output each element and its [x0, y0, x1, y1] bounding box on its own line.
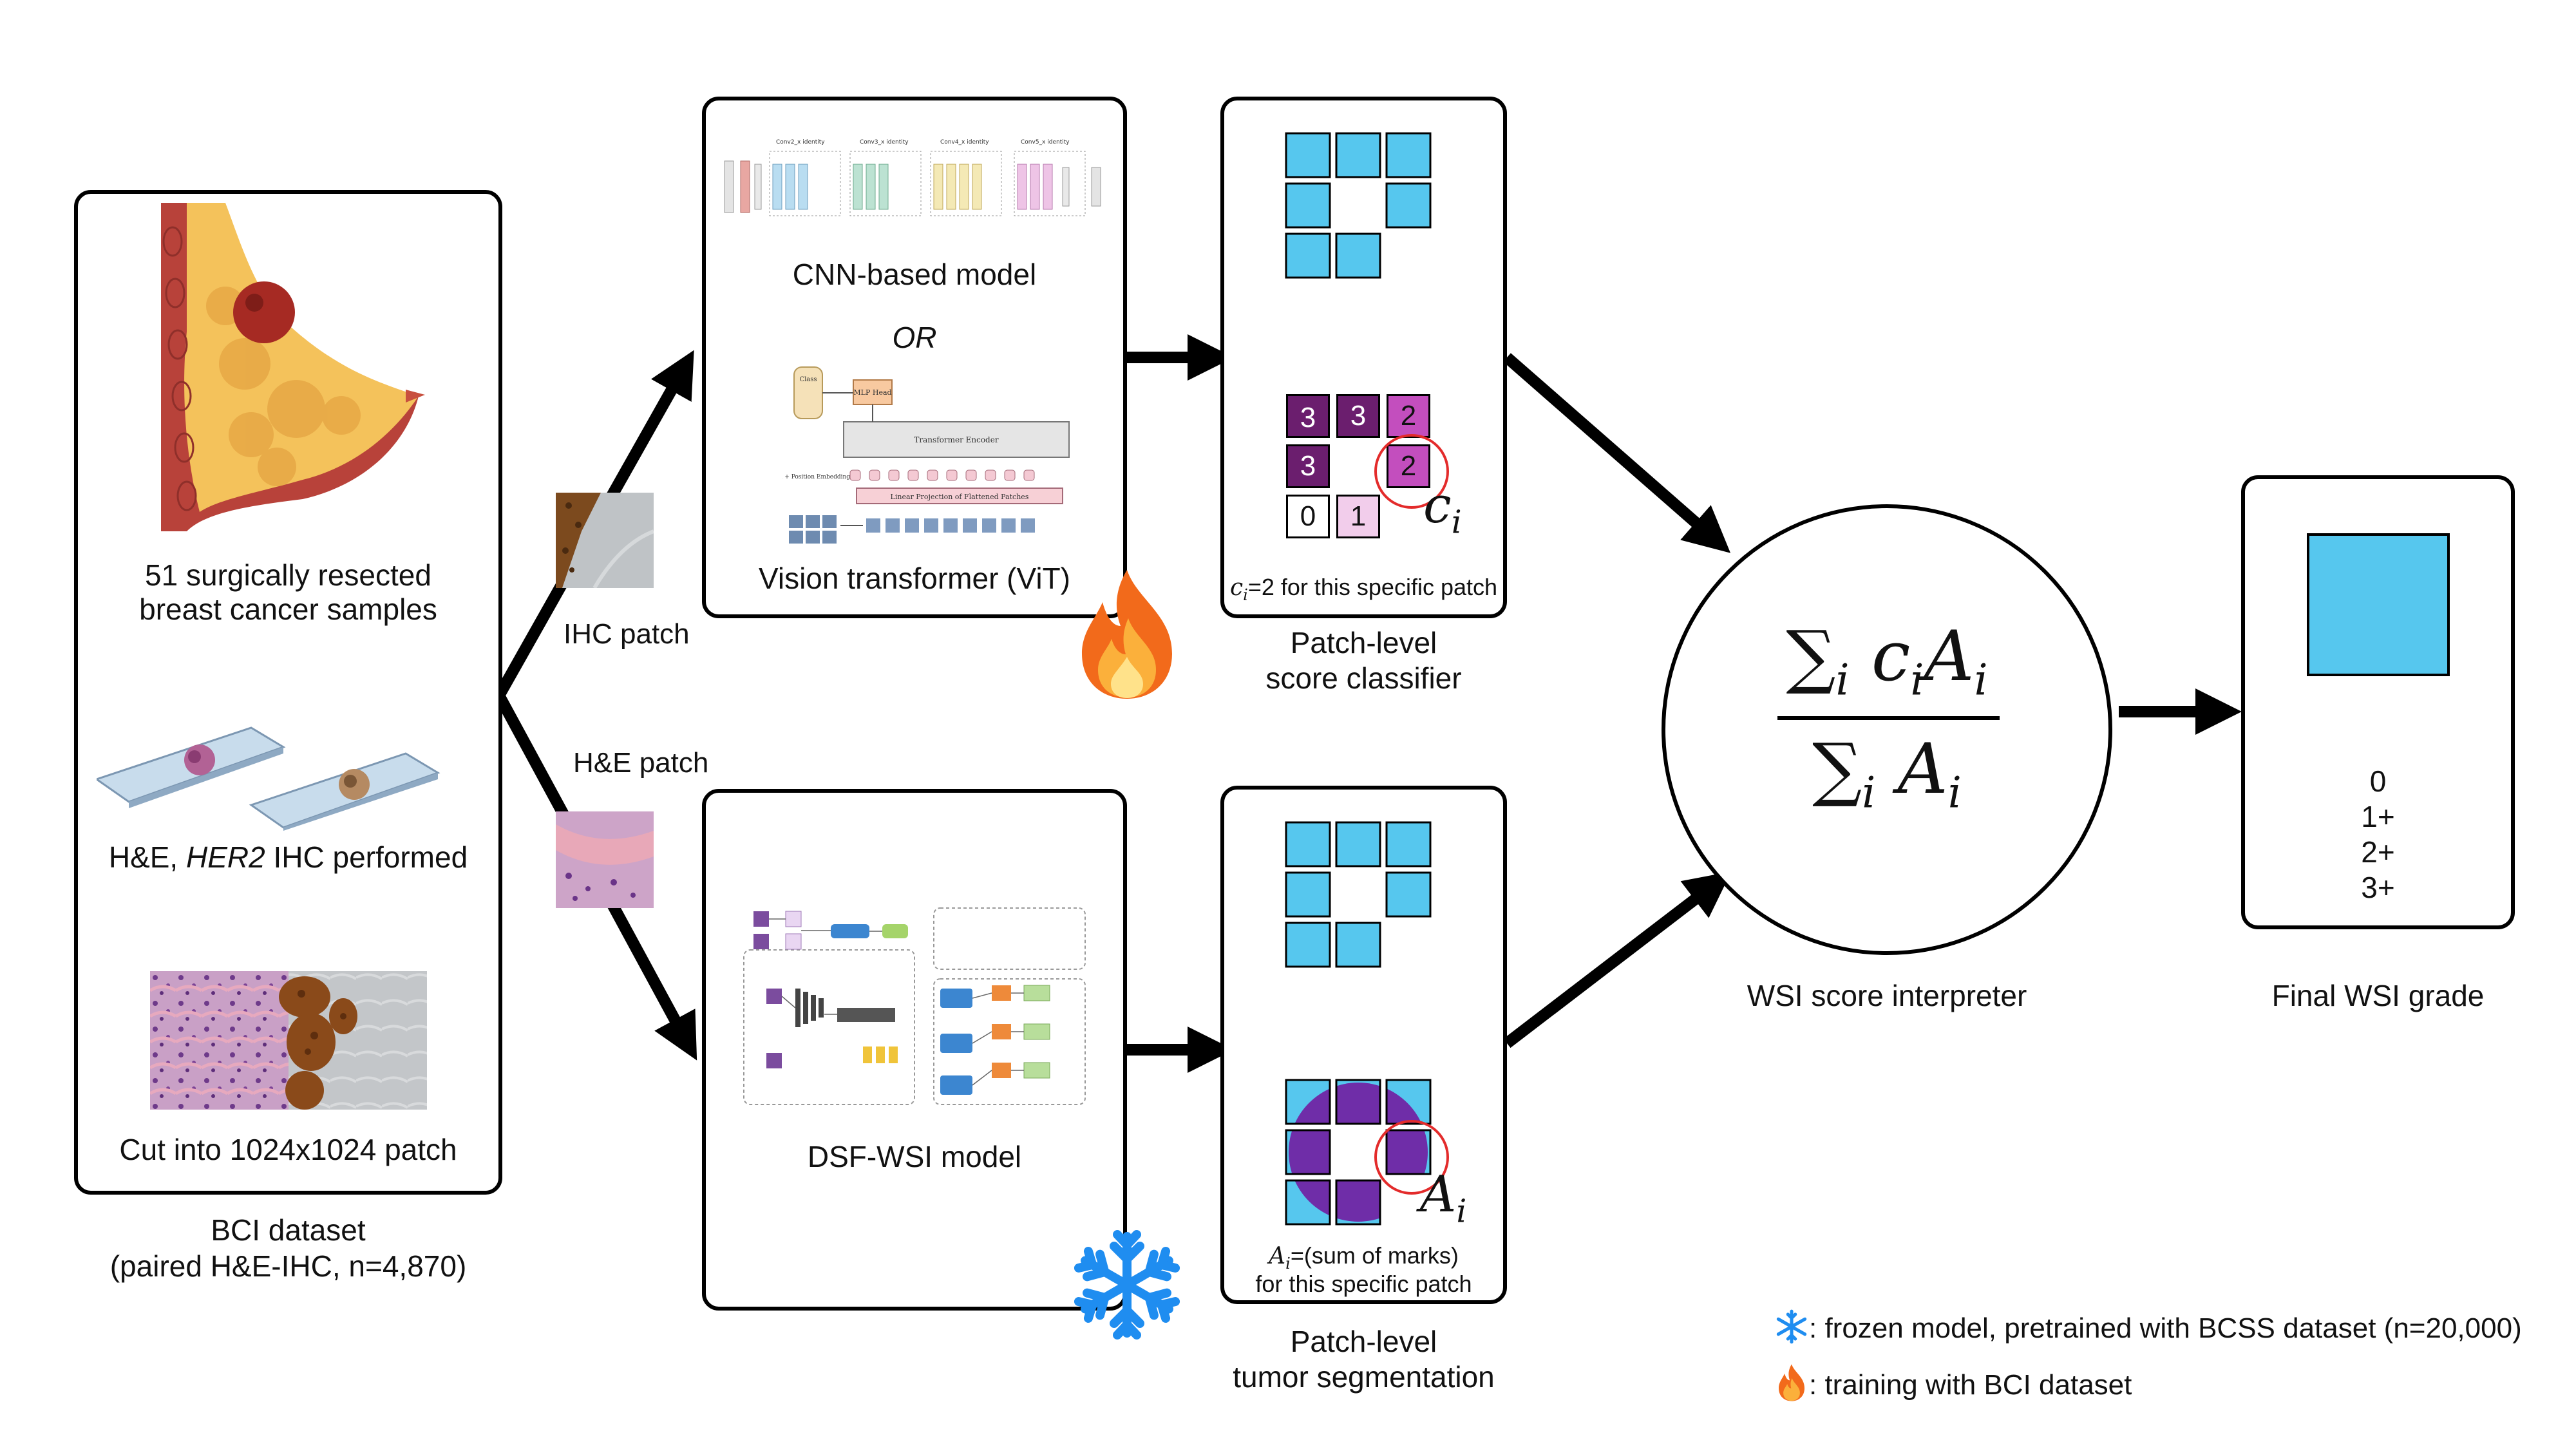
arrow-classifier-to-interpreter: [1503, 353, 1731, 553]
vit-embedding-label: Patch + Position Embedding: [782, 474, 850, 480]
grade-0: 0: [2369, 764, 2387, 798]
tumor-mass: [233, 281, 295, 343]
breast-illustration: [161, 203, 425, 531]
formula-fraction-bar: [1777, 716, 2000, 720]
samples-line1: 51 surgically resected: [145, 558, 431, 592]
vit-linear-label: Linear Projection of Flattened Patches: [891, 493, 1029, 501]
score-cell: 1: [1336, 495, 1380, 538]
glass-slides-illustration: [97, 726, 440, 831]
vit-model-label: Vision transformer (ViT): [759, 562, 1070, 595]
interpreter-formula-denominator: ∑i Ai: [1812, 729, 1962, 818]
final-grade-caption: Final WSI grade: [2271, 979, 2485, 1012]
score-cell-highlighted: 2: [1387, 444, 1430, 488]
he-patch-thumbnail: [556, 811, 654, 908]
interpreter-caption: WSI score interpreter: [1747, 979, 2027, 1012]
dsf-wsi-model-label: DSF-WSI model: [807, 1140, 1022, 1173]
segmentation-caption-line1: Patch-level: [1290, 1325, 1437, 1358]
fire-icon: [1082, 570, 1172, 699]
score-grid: 3 3 2 3 2 0 1: [1285, 393, 1433, 541]
vit-architecture-diagram: Class MLP Head Transformer Encoder Patch…: [782, 366, 1070, 544]
vit-class-label: Class: [799, 376, 817, 383]
vit-encoder-label: Transformer Encoder: [914, 435, 998, 444]
resnet-stage-3: Conv4_x identity: [940, 139, 989, 146]
tissue-patch-pair: [150, 971, 427, 1110]
he-patch-label: H&E patch: [573, 747, 709, 779]
ihc-patch-thumbnail: [556, 493, 654, 588]
segmentation-input-patch-grid: [1285, 821, 1432, 968]
cnn-model-label: CNN-based model: [792, 258, 1037, 291]
snowflake-icon: [1776, 1309, 1807, 1344]
legend-frozen: : frozen model, pretrained with BCSS dat…: [1774, 1309, 2522, 1346]
cut-patch-label: Cut into 1024x1024 patch: [119, 1133, 457, 1166]
ci-symbol: ci: [1423, 477, 1462, 541]
score-cell: 2: [1387, 394, 1430, 438]
score-cell: 0: [1286, 495, 1330, 538]
dataset-caption-line2: (paired H&E-IHC, n=4,870): [109, 1249, 467, 1283]
he-her2-label: H&E, HER2 IHC performed: [108, 840, 468, 874]
segmentation-note-line1: Ai=(sum of marks): [1269, 1242, 1459, 1273]
classifier-caption-line1: Patch-level: [1290, 626, 1437, 659]
grade-2plus: 2+: [2361, 835, 2395, 869]
dataset-caption-line1: BCI dataset: [211, 1213, 366, 1247]
segmentation-caption-line2: tumor segmentation: [1233, 1360, 1495, 1394]
interpreter-circle: [1662, 504, 2112, 955]
resnet-stage-4: Conv5_x identity: [1021, 139, 1070, 146]
highlight-circle: [1374, 434, 1449, 509]
fire-icon: [1779, 1364, 1804, 1401]
vit-mlp-label: MLP Head: [853, 388, 891, 397]
classifier-note: ci=2 for this specific patch: [1229, 574, 1498, 605]
resnet-architecture-diagram: Conv2_x identity Conv3_x identity Conv4_…: [724, 139, 1101, 216]
samples-line2: breast cancer samples: [139, 592, 437, 626]
grade-3plus: 3+: [2361, 871, 2395, 904]
highlight-circle: [1374, 1120, 1449, 1195]
dsf-wsi-architecture-diagram: [743, 907, 1086, 1105]
or-label: OR: [892, 321, 937, 354]
segmentation-note-line2: for this specific patch: [1255, 1271, 1472, 1297]
interpreter-formula-numerator: ∑i ciAi: [1786, 616, 1988, 705]
ai-symbol: Ai: [1420, 1166, 1467, 1230]
score-cell: 3: [1286, 394, 1330, 438]
final-wsi-square: [2307, 533, 2450, 676]
resnet-stage-2: Conv3_x identity: [860, 139, 909, 146]
ihc-patch-label: IHC patch: [564, 618, 690, 650]
score-cell: 3: [1286, 444, 1330, 488]
legend-training: : training with BCI dataset: [1774, 1363, 2132, 1403]
resnet-stage-1: Conv2_x identity: [776, 139, 825, 146]
arrow-segmentation-to-interpreter: [1503, 871, 1732, 1048]
score-cell: 3: [1336, 394, 1380, 438]
snowflake-icon: [1072, 1230, 1182, 1340]
classifier-caption-line2: score classifier: [1265, 661, 1462, 695]
classifier-input-patch-grid: [1285, 132, 1432, 279]
grade-1plus: 1+: [2361, 800, 2395, 833]
